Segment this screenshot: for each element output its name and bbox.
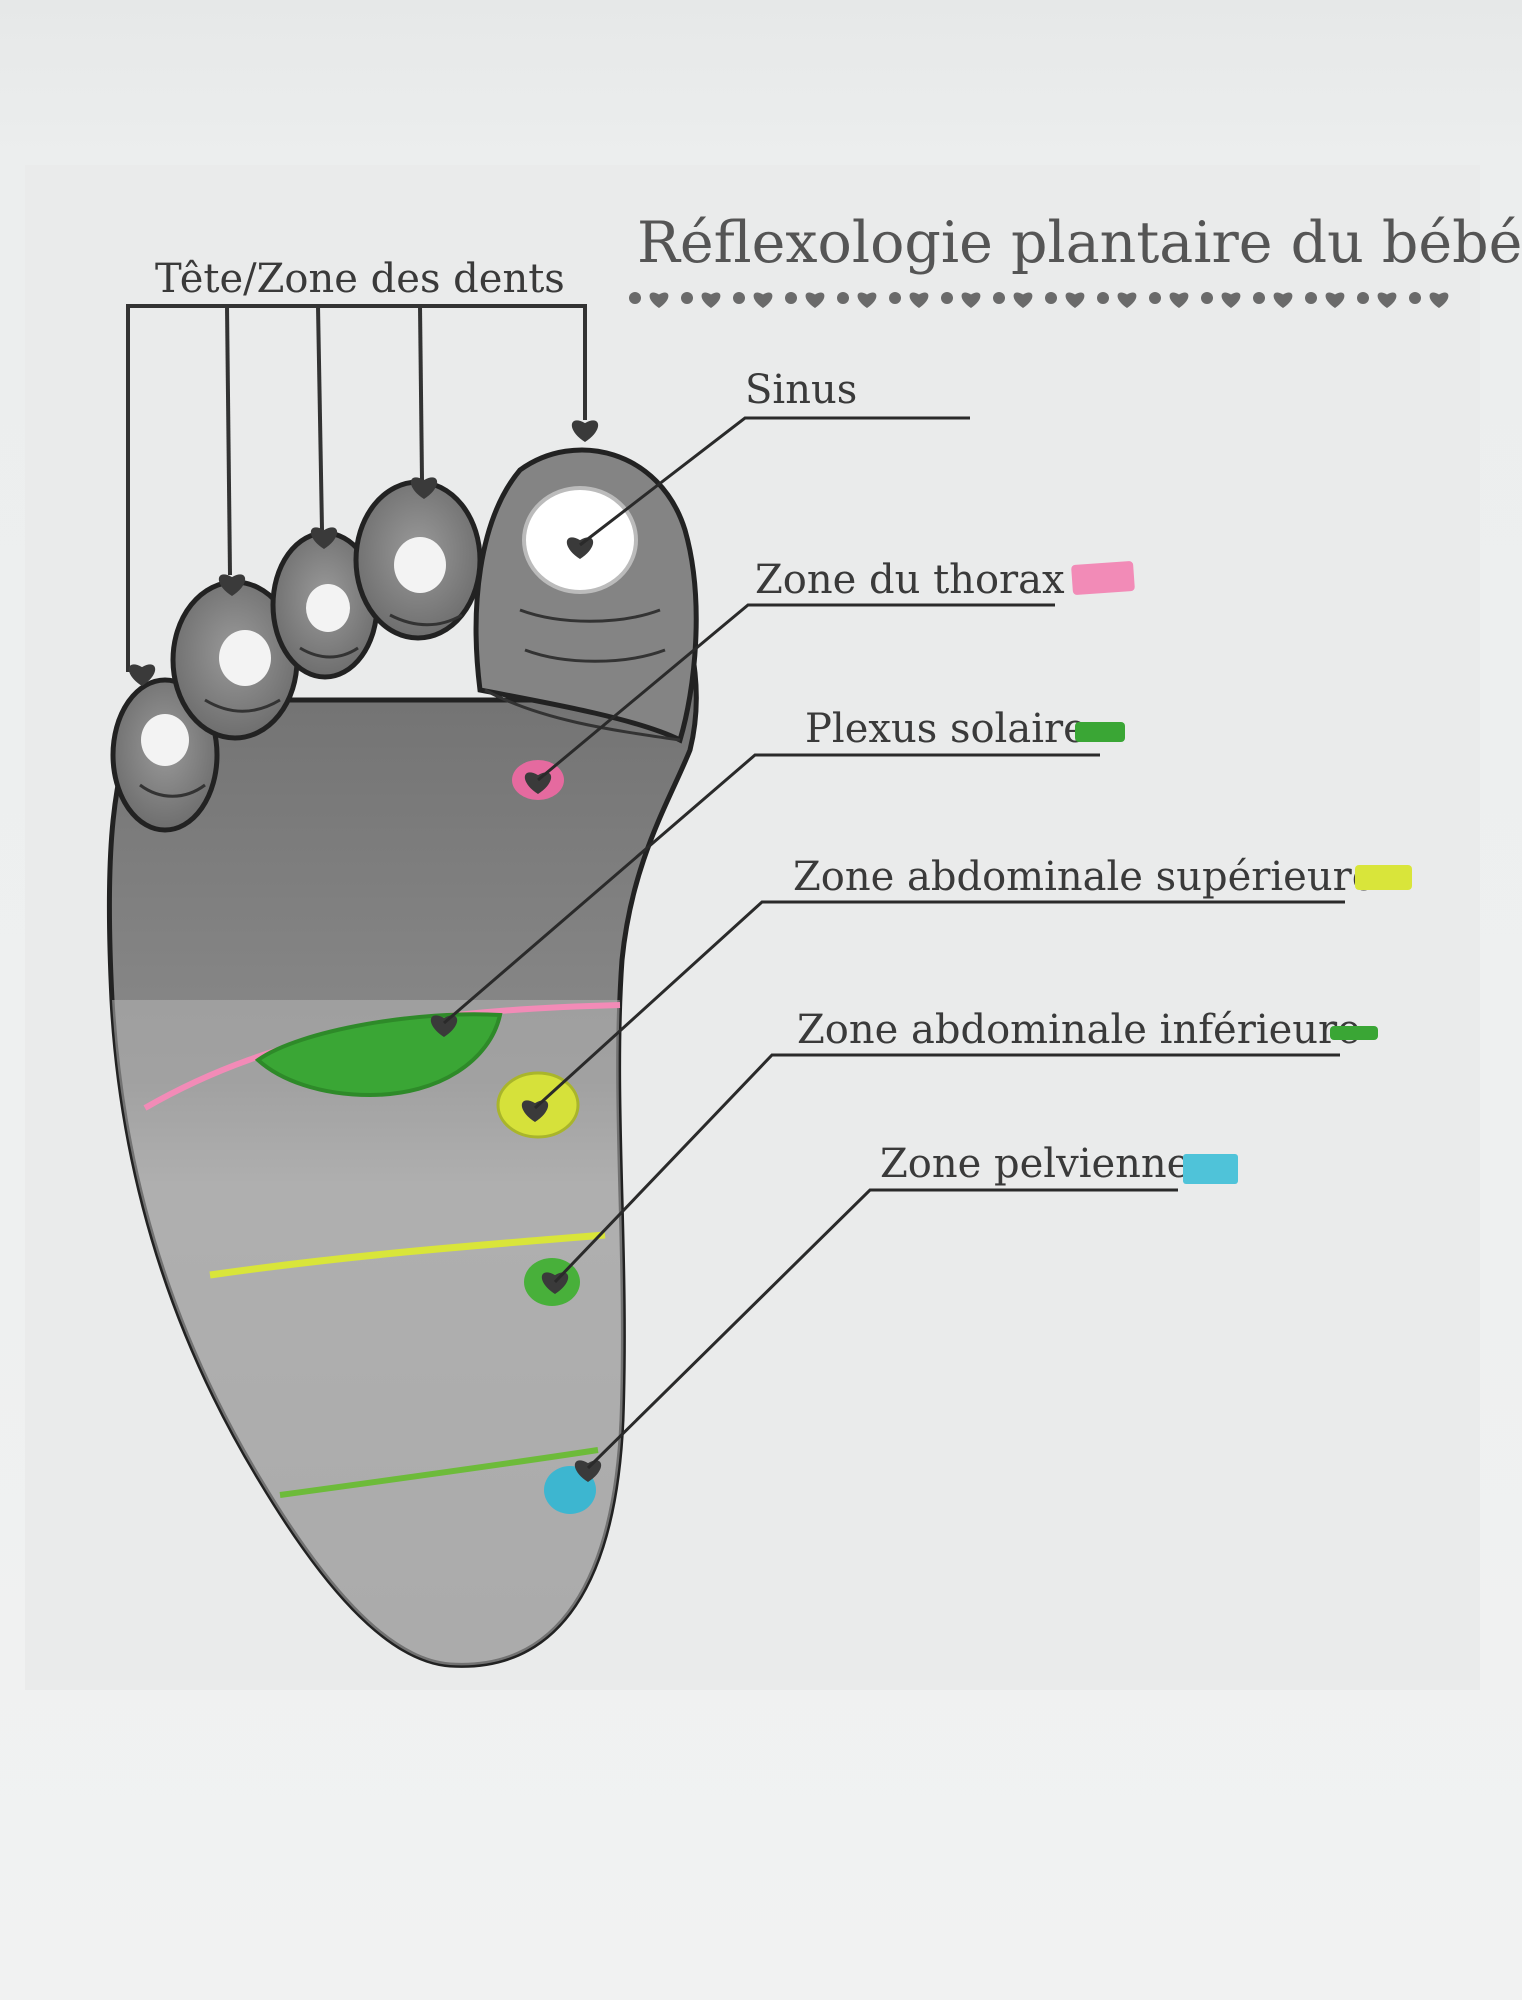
upper-abdominal-color-swatch — [1355, 865, 1412, 890]
decoration-heart — [1013, 292, 1033, 308]
decoration-dot — [993, 292, 1005, 304]
decoration-dot — [1409, 292, 1421, 304]
decoration-dot — [1357, 292, 1369, 304]
lower-abdominal-line — [279, 1447, 599, 1498]
decoration-heart — [909, 292, 929, 308]
decoration-dot — [1305, 292, 1317, 304]
decoration-heart — [1169, 292, 1189, 308]
label-solar-plexus: Plexus solaire — [805, 706, 1087, 752]
lower-abdominal-color-swatch — [1330, 1026, 1378, 1040]
label-upper-abdominal: Zone abdominale supérieure — [793, 854, 1375, 900]
thorax-leader — [537, 603, 1055, 782]
upper-abdominal-line — [209, 1231, 606, 1279]
label-thorax: Zone du thorax — [755, 557, 1065, 603]
decoration-heart — [1117, 292, 1137, 308]
decoration-heart — [649, 292, 669, 308]
decoration-heart — [753, 292, 773, 308]
upper-abd-point-heart — [521, 1100, 549, 1122]
decoration-dot — [889, 292, 901, 304]
solar-plexus-zone — [254, 1012, 503, 1098]
decoration-heart — [1377, 292, 1397, 308]
decoration-dot — [629, 292, 641, 304]
title-decoration — [629, 292, 1449, 308]
decoration-dot — [733, 292, 745, 304]
head-arrow-heart — [410, 477, 438, 499]
decoration-dot — [1149, 292, 1161, 304]
sinus-leader — [579, 416, 970, 547]
lower-abd-point-heart — [541, 1272, 569, 1294]
toe-creases — [139, 608, 681, 798]
sinus-point-heart — [566, 537, 594, 559]
decoration-dot — [837, 292, 849, 304]
label-lower-abdominal: Zone abdominale inférieure — [797, 1007, 1361, 1053]
solar-plexus-color-swatch — [1075, 722, 1125, 742]
decoration-dot — [1201, 292, 1213, 304]
label-sinus: Sinus — [745, 367, 857, 413]
pelvic-color-swatch — [1183, 1154, 1238, 1184]
decoration-dot — [1253, 292, 1265, 304]
decoration-heart — [1273, 292, 1293, 308]
head-bracket — [126, 304, 587, 672]
diagram-title: Réflexologie plantaire du bébé — [637, 210, 1522, 276]
head-arrow-heart — [310, 527, 338, 549]
upper-abd-leader — [533, 900, 1345, 1110]
head-arrow-heart — [571, 420, 599, 442]
label-head-teeth: Tête/Zone des dents — [155, 256, 565, 302]
solar-point-heart — [430, 1015, 458, 1037]
pelvic-leader — [586, 1188, 1178, 1470]
decoration-dot — [941, 292, 953, 304]
pelvic-point-heart — [574, 1460, 602, 1482]
thorax-point-heart — [524, 772, 552, 794]
lower-abd-leader — [553, 1053, 1340, 1284]
thorax-color-swatch — [1071, 561, 1135, 595]
decoration-heart — [1429, 292, 1449, 308]
decoration-dot — [681, 292, 693, 304]
heart-markers — [128, 420, 602, 1482]
decoration-heart — [1065, 292, 1085, 308]
decoration-heart — [857, 292, 877, 308]
head-arrow-heart — [128, 664, 156, 686]
label-pelvic: Zone pelvienne — [880, 1141, 1190, 1187]
decoration-dot — [1097, 292, 1109, 304]
solar-leader — [443, 753, 1100, 1025]
toe-highlights — [141, 486, 638, 766]
head-arrow-heart — [218, 574, 246, 596]
decoration-dot — [785, 292, 797, 304]
decoration-dot — [1045, 292, 1057, 304]
decoration-heart — [701, 292, 721, 308]
decoration-heart — [805, 292, 825, 308]
decoration-heart — [1325, 292, 1345, 308]
decoration-heart — [961, 292, 981, 308]
leader-lines — [443, 416, 1345, 1470]
decoration-heart — [1221, 292, 1241, 308]
